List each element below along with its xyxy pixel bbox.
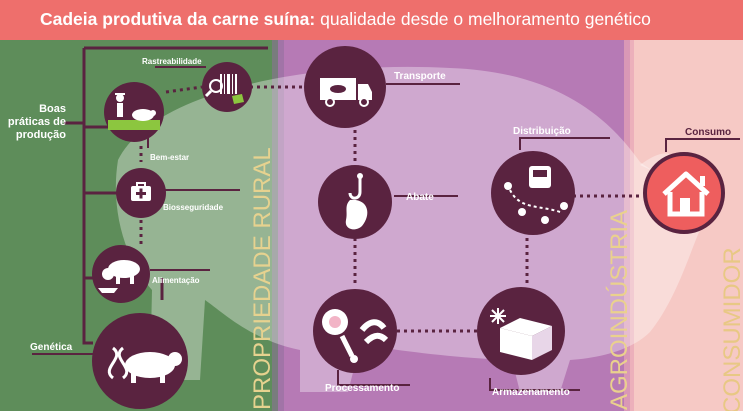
section-label-rural: PROPRIEDADE RURAL	[249, 147, 276, 410]
label-consumo: Consumo	[685, 127, 731, 138]
label-rastreabilidade: Rastreabilidade	[142, 57, 202, 66]
node-distribuicao[interactable]: Distribuição	[491, 126, 575, 235]
barcode-magnifier-icon	[204, 74, 244, 104]
good-practices-label: Boas práticas de produção	[8, 103, 66, 141]
truck-icon	[320, 78, 372, 107]
node-biosseguridade[interactable]: Biosseguridade	[116, 168, 224, 218]
pig-eating-icon	[98, 260, 140, 293]
meat-hook-icon	[345, 173, 368, 230]
node-bem-estar[interactable]: Bem-estar	[104, 82, 189, 162]
svg-text:produção: produção	[16, 129, 66, 141]
label-distribuicao: Distribuição	[513, 126, 571, 137]
node-processamento[interactable]: Processamento	[313, 289, 399, 394]
header-banner: Cadeia produtiva da carne suína: qualida…	[0, 0, 743, 40]
page-title-rest: qualidade desde o melhoramento genético	[315, 9, 651, 29]
label-bem-estar: Bem-estar	[150, 153, 189, 162]
house-icon	[662, 171, 710, 217]
page-title-bold: Cadeia produtiva da carne suína:	[40, 9, 316, 29]
section-label-consumer: CONSUMIDOR	[719, 247, 743, 411]
section-label-agro: AGROINDÚSTRIA	[606, 210, 633, 410]
label-abate: Abate	[406, 192, 434, 203]
node-abate[interactable]: Abate	[318, 165, 434, 239]
node-alimentacao[interactable]: Alimentação	[92, 245, 200, 303]
node-genetica[interactable]: Genética	[30, 313, 188, 409]
page-title: Cadeia produtiva da carne suína: qualida…	[40, 9, 651, 30]
farmer-with-pig-icon	[108, 93, 160, 130]
pig-dna-icon	[107, 346, 182, 383]
label-transporte: Transporte	[394, 71, 446, 82]
svg-text:Boas: Boas	[39, 103, 66, 115]
label-armazenamento: Armazenamento	[492, 387, 570, 398]
label-processamento: Processamento	[325, 383, 399, 394]
dotted-flow-lines	[139, 85, 640, 333]
group-bracket	[64, 46, 268, 345]
label-genetica: Genética	[30, 342, 73, 353]
svg-text:práticas de: práticas de	[8, 116, 66, 128]
label-biosseguridade: Biosseguridade	[163, 203, 224, 212]
node-consumo[interactable]: Consumo	[643, 127, 731, 234]
node-rastreabilidade[interactable]: Rastreabilidade	[142, 57, 252, 112]
cold-storage-box-icon	[490, 308, 552, 360]
meat-products-icon	[322, 309, 389, 363]
node-transporte[interactable]: Transporte	[304, 46, 446, 128]
zone-divider-agro	[624, 40, 634, 411]
medical-kit-icon	[131, 182, 151, 201]
node-armazenamento[interactable]: Armazenamento	[477, 287, 570, 398]
connector-lines	[84, 125, 164, 300]
distribution-route-icon	[504, 166, 568, 224]
zone-divider-rural	[272, 40, 284, 411]
label-underlines	[32, 66, 740, 391]
label-alimentacao: Alimentação	[152, 276, 200, 285]
